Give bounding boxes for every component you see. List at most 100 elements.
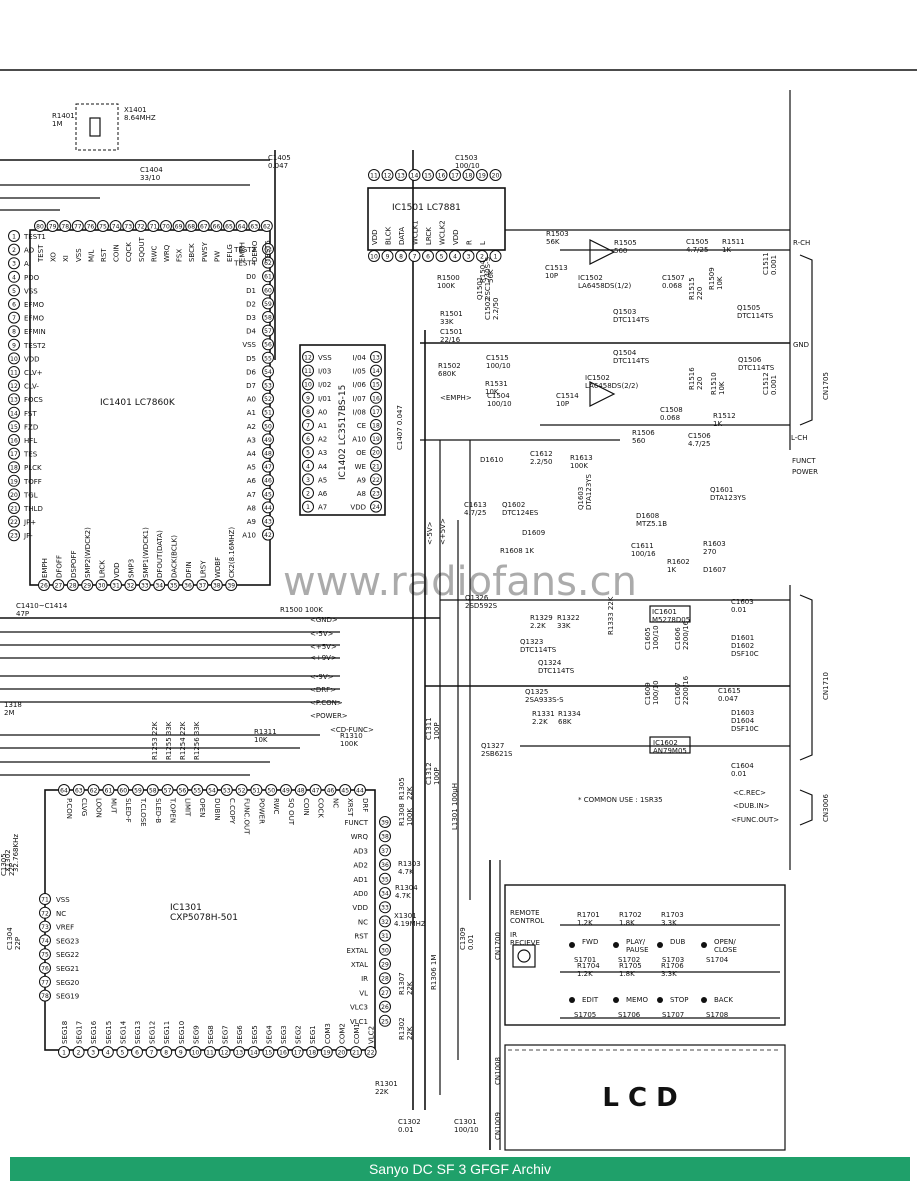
ic1301-pin-label: SEG10 xyxy=(178,1021,186,1044)
ic1401-pin xyxy=(262,460,274,473)
ic1402-pin-label: VDD xyxy=(350,504,366,512)
key-switch-contact xyxy=(657,997,663,1003)
ic1501-pin-num: 16 xyxy=(438,173,446,180)
ic1401-pin xyxy=(262,406,274,419)
ic1301-pin-num: 16 xyxy=(279,1050,287,1057)
ic1401-pin xyxy=(8,447,20,460)
ic1402-pin-num: 22 xyxy=(372,477,380,484)
ic1301-pin xyxy=(379,915,391,928)
ic1402-pin xyxy=(302,351,314,363)
ic1401-pin xyxy=(8,257,20,270)
ic1402-pin-label: A9 xyxy=(357,476,366,484)
ic1301-pin xyxy=(160,1046,173,1058)
ic1401-pin-num: 59 xyxy=(264,301,272,308)
ic1301-pin-label: SEG22 xyxy=(56,951,79,959)
ic1301-pin-label: NC xyxy=(331,798,339,808)
ic1402-pin xyxy=(302,432,314,445)
ic1402-pin-label: A3 xyxy=(318,449,327,457)
ic1301-pin-num: 26 xyxy=(381,1004,389,1011)
ic1501-pin-num: 4 xyxy=(453,254,457,261)
ic1501-pin xyxy=(381,250,394,262)
ic1301-pin xyxy=(233,1046,246,1058)
ic1401-pin-label: A2 xyxy=(247,423,256,431)
ic1401-pin-label: DSPOFF xyxy=(70,550,78,578)
ic1401-pin xyxy=(34,220,46,232)
ic1501-pin xyxy=(489,169,502,181)
ic1401-pin xyxy=(52,579,65,591)
ic1401-pin-label: SBCK xyxy=(188,243,196,262)
ic1301-pin-label: SEG1 xyxy=(309,1025,317,1044)
ic1301-pin-num: 15 xyxy=(265,1050,273,1057)
ic1301-pin-label: OPEN xyxy=(198,798,206,817)
ic1501-pin xyxy=(435,250,448,262)
ic1301-pin xyxy=(379,816,391,828)
ic1301-pin-label: AD3 xyxy=(353,847,368,855)
ic1301-pin-num: 44 xyxy=(356,788,364,795)
ic1402-pin-num: 12 xyxy=(304,355,312,362)
ic1301-pin-num: 10 xyxy=(192,1050,200,1057)
ic1401-pin-num: 53 xyxy=(264,383,272,390)
ic1402-pin xyxy=(302,487,314,499)
ic1401-pin-num: 23 xyxy=(10,533,18,540)
ic1301-pin xyxy=(265,784,278,796)
ic1401-pin-num: 13 xyxy=(10,397,18,404)
ic1301-pin-label: SEG17 xyxy=(76,1021,84,1044)
component-r1306: R1306 1M xyxy=(430,955,438,990)
ic1301-pin xyxy=(379,929,391,942)
ic1402-pin xyxy=(370,487,382,499)
ic1301-pin-label: RST xyxy=(354,933,368,941)
ic1401-pin-label: D7 xyxy=(246,382,256,390)
ic1401-pin xyxy=(262,528,274,541)
ic1401-pin-num: 5 xyxy=(12,288,16,295)
ic1301-pin-label: SEG8 xyxy=(207,1025,215,1044)
ic1301-pin-label: SEG5 xyxy=(251,1025,259,1044)
ic1501-pin-num: 2 xyxy=(480,254,484,261)
ic1301-pin-label: NC xyxy=(358,918,368,926)
ic1401-pin-label: PWSY xyxy=(201,241,209,262)
component-r1510: R151010K xyxy=(710,372,726,395)
ic1301-pin-num: 53 xyxy=(223,788,231,795)
watermark: www.radiofans.cn xyxy=(283,559,637,605)
ic1401-pin-label: TEST xyxy=(37,244,45,263)
ic1301-pin-label: SEG3 xyxy=(280,1025,288,1044)
ic1401-pin-num: 11 xyxy=(10,370,18,377)
ic1301-pin-num: 64 xyxy=(60,788,68,795)
ic1401-pin-num: 29 xyxy=(83,583,91,590)
ic1401-pin-num: 16 xyxy=(10,438,18,445)
ic1401-pin xyxy=(262,515,274,527)
net-v5a: <-5V> xyxy=(426,521,434,545)
ic1401-pin xyxy=(109,220,122,232)
ic1301-pin-num: 19 xyxy=(323,1050,331,1057)
ic1501-pin-num: 14 xyxy=(411,173,419,180)
ic1401-pin xyxy=(8,379,20,392)
ic1402-pin xyxy=(302,391,314,404)
ic1401-pin-label: FST xyxy=(24,410,37,418)
ic1301-pin-label: C.COPY xyxy=(228,798,236,825)
ic1301-pin-num: 38 xyxy=(381,834,389,841)
ic1401-pin-num: 78 xyxy=(61,224,69,231)
ic1301-pin-label: T.CLOSE xyxy=(139,797,147,827)
key-switch-contact xyxy=(613,942,619,948)
ic1301-pin xyxy=(58,1046,70,1058)
ic1401-pin xyxy=(8,366,20,378)
ic1402-pin-num: 17 xyxy=(372,409,380,416)
ic1401-pin xyxy=(262,324,274,337)
ic1402-pin-num: 6 xyxy=(306,436,310,443)
ic1301-pin xyxy=(379,1000,391,1013)
ic1301-pin xyxy=(87,1046,100,1058)
ic1301-pin-num: 50 xyxy=(267,788,275,795)
ic1401-pin-num: 31 xyxy=(112,583,120,590)
ic1501-pin xyxy=(435,169,448,181)
ic1402-pin-num: 2 xyxy=(306,491,310,498)
ic1301-pin-label: SEG19 xyxy=(56,993,79,1001)
ic1301-pin-num: 39 xyxy=(381,820,389,827)
